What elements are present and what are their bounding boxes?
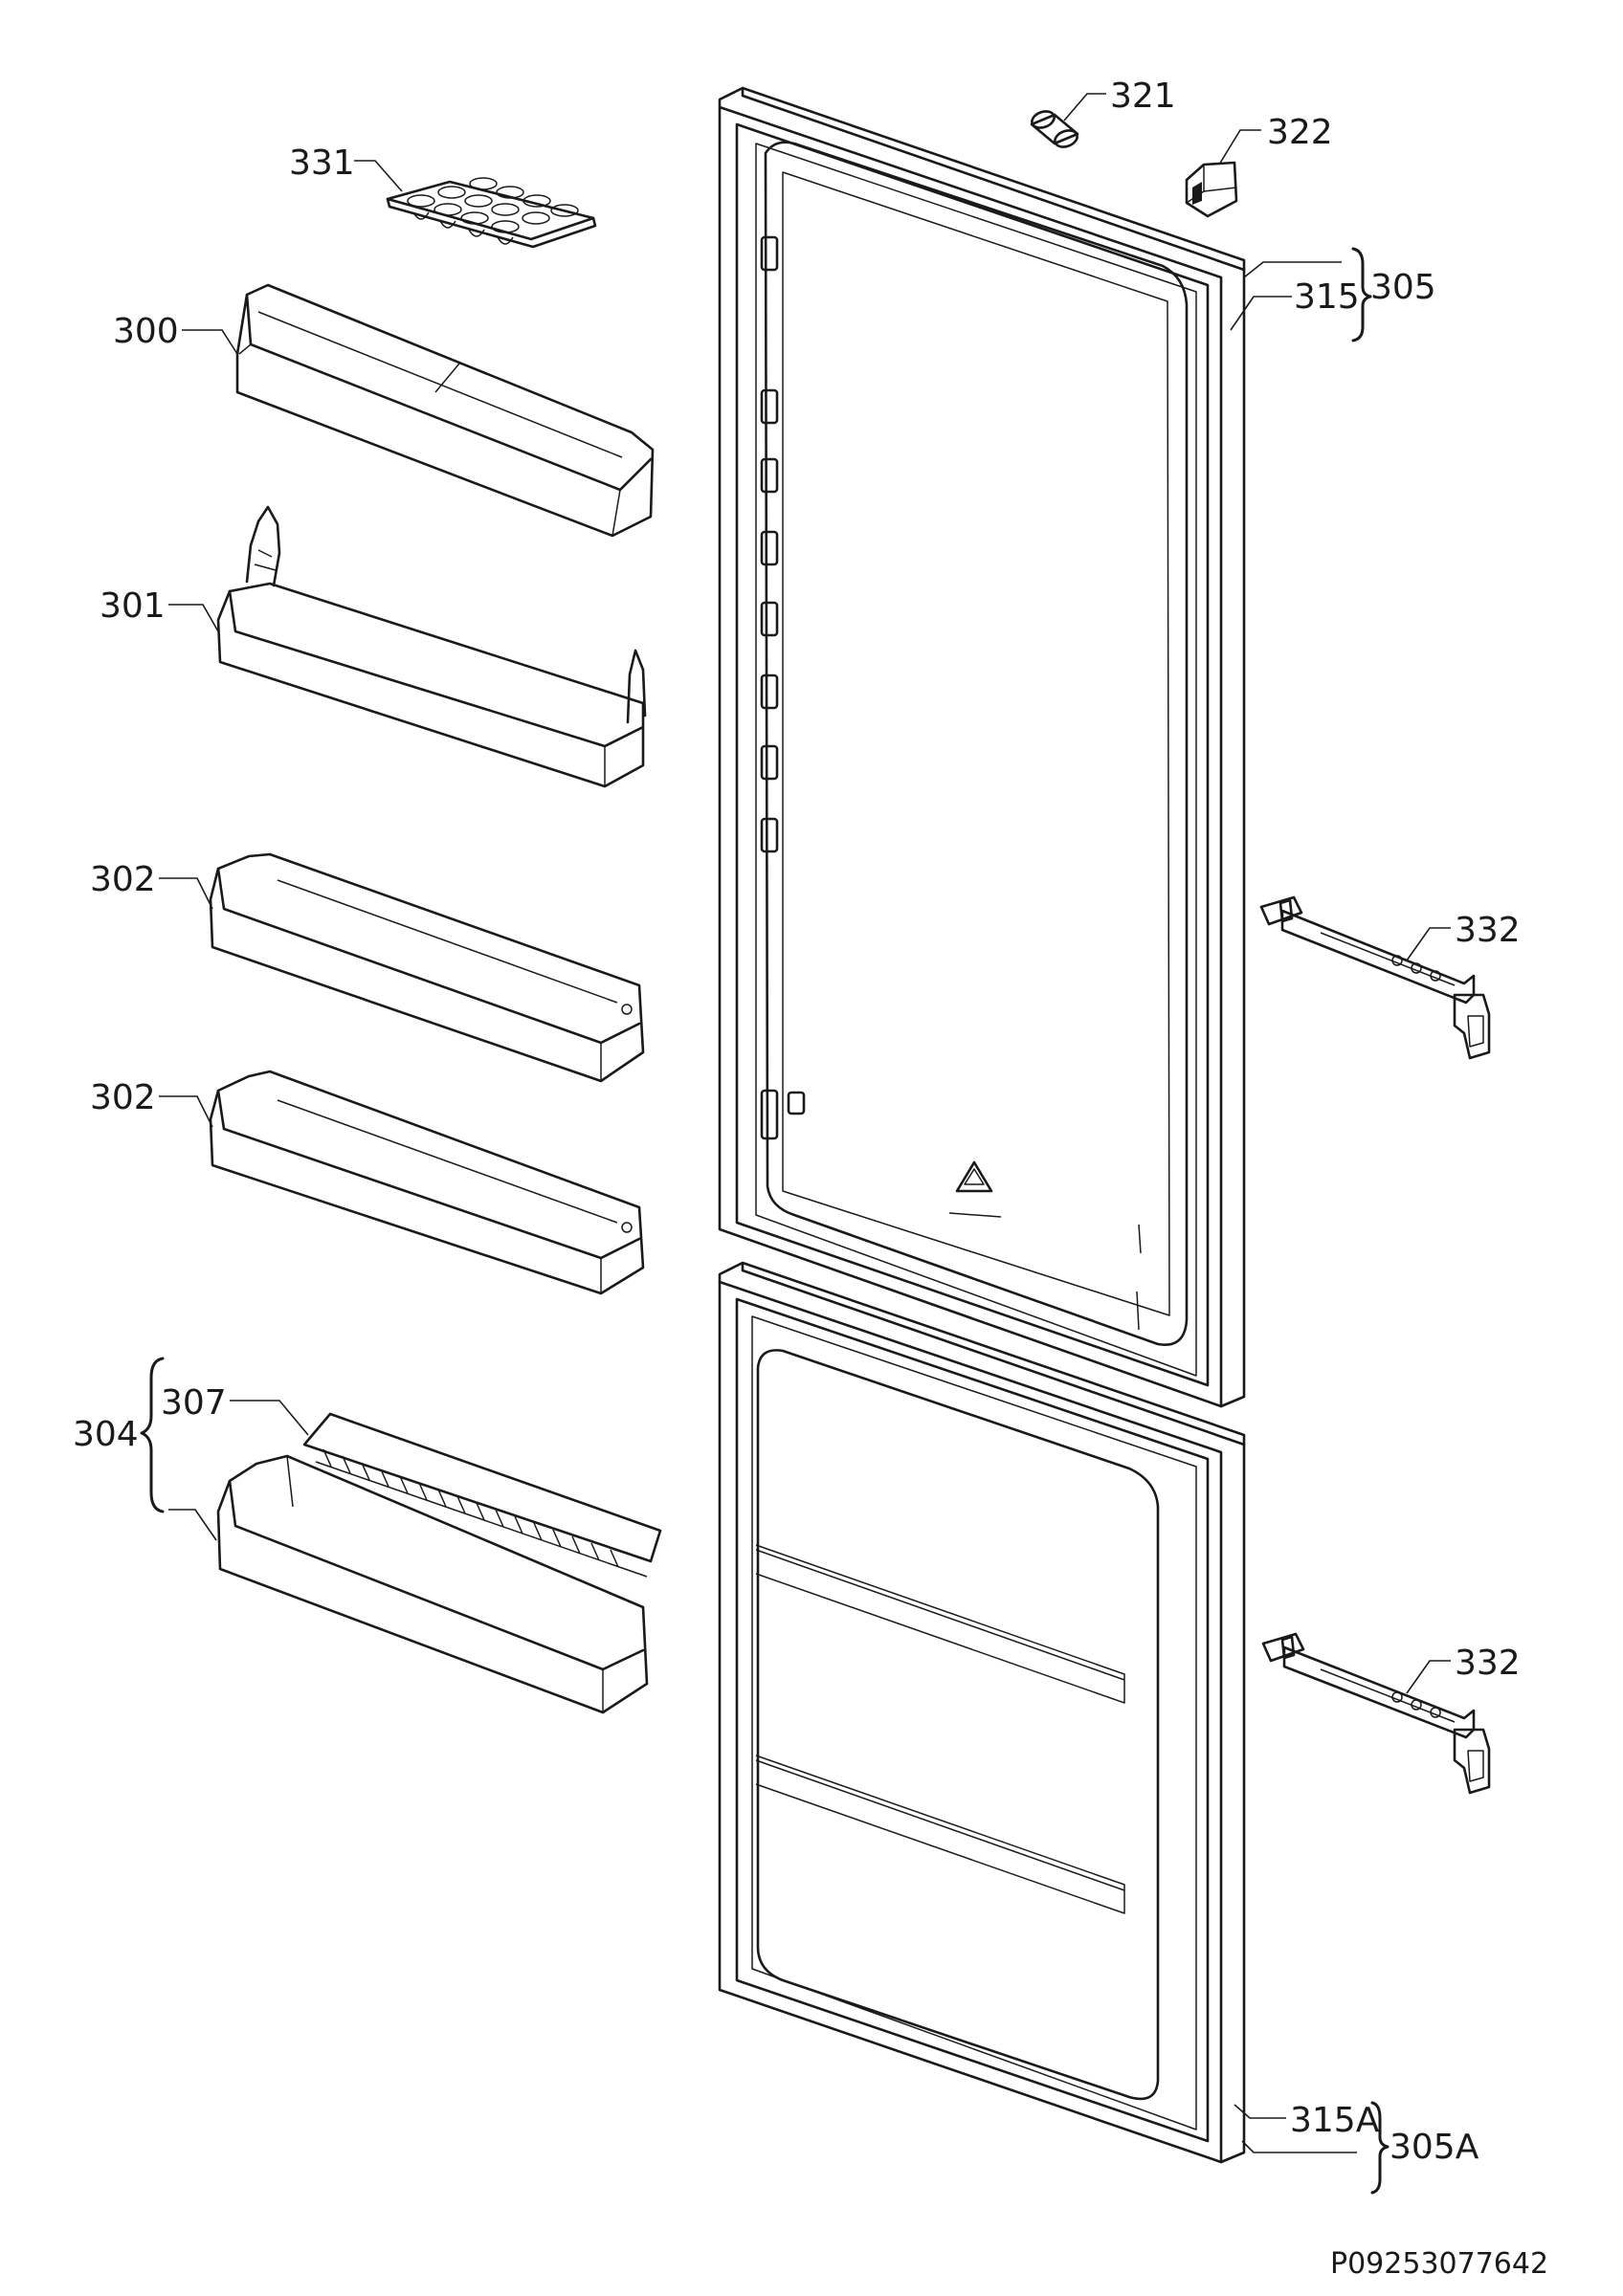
- label-332-lower: 332: [1455, 1644, 1521, 1683]
- upper-door-305: [718, 86, 1246, 1408]
- label-302-upper: 302: [90, 860, 156, 899]
- lower-door-305A: [718, 1261, 1246, 2164]
- drawing-number: P09253077642: [1330, 2247, 1548, 2281]
- label-331: 331: [289, 144, 355, 183]
- label-321: 321: [1110, 77, 1176, 116]
- egg-tray-331: [386, 177, 597, 249]
- door-shelf-302-lower: [209, 1070, 645, 1295]
- hinge-pin-321: [1030, 110, 1079, 148]
- door-shelf-304: [216, 1454, 649, 1714]
- label-302-lower: 302: [90, 1078, 156, 1117]
- label-322: 322: [1267, 113, 1333, 152]
- label-300: 300: [113, 312, 179, 351]
- bottle-retainer-307: [302, 1412, 662, 1578]
- label-305: 305: [1370, 268, 1436, 307]
- brace-304: [140, 1357, 165, 1513]
- label-301: 301: [100, 586, 166, 626]
- brace-305: [1351, 247, 1372, 342]
- label-332-upper: 332: [1455, 911, 1521, 950]
- label-304: 304: [73, 1415, 139, 1454]
- label-315: 315: [1294, 277, 1360, 317]
- brace-305A: [1370, 2101, 1390, 2195]
- leader-lines: [159, 93, 1451, 2153]
- part-labels: 331 300 301 302 302 307 304 321 322 305 …: [73, 77, 1548, 2281]
- door-hinge-332-lower: [1261, 1632, 1491, 1795]
- label-307: 307: [161, 1383, 227, 1423]
- label-305A: 305A: [1390, 2128, 1479, 2167]
- label-315A: 315A: [1290, 2101, 1380, 2140]
- door-shelf-302-upper: [209, 852, 645, 1083]
- dairy-compartment-lid-300: [235, 283, 655, 538]
- door-shelf-301: [216, 505, 647, 788]
- door-hinge-332-upper: [1259, 895, 1491, 1060]
- hinge-cover-322: [1185, 161, 1238, 218]
